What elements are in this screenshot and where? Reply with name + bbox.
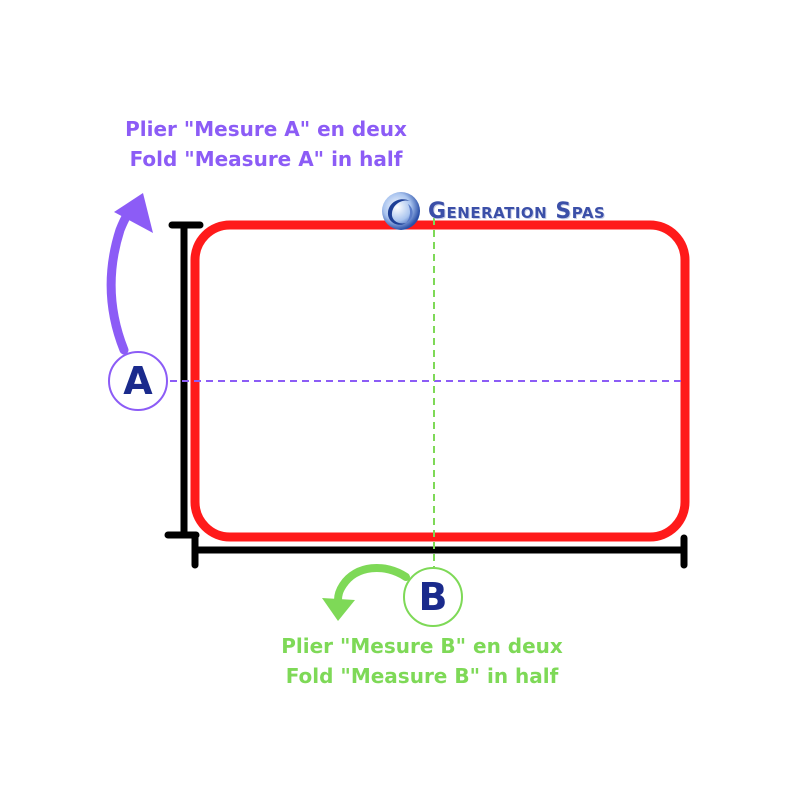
logo-swirl-icon <box>382 192 420 230</box>
badge-a: A <box>108 351 168 411</box>
curved-arrow-down-icon <box>322 563 410 621</box>
caption-fold-b-en: Fold "Measure B" in half <box>285 664 559 688</box>
caption-fold-a-fr: Plier "Mesure A" en deux <box>125 117 407 141</box>
curved-arrow-up-icon <box>106 193 153 355</box>
logo-text: Generation Spas <box>428 198 606 224</box>
badge-b: B <box>403 567 463 627</box>
measure-bar-b <box>191 534 688 569</box>
generation-spas-logo: Generation Spas <box>380 188 605 234</box>
caption-fold-a-en: Fold "Measure A" in half <box>129 147 403 171</box>
caption-fold-b: Plier "Mesure B" en deux Fold "Measure B… <box>122 631 722 691</box>
caption-fold-b-fr: Plier "Mesure B" en deux <box>281 634 563 658</box>
caption-fold-a: Plier "Mesure A" en deux Fold "Measure A… <box>0 114 566 174</box>
